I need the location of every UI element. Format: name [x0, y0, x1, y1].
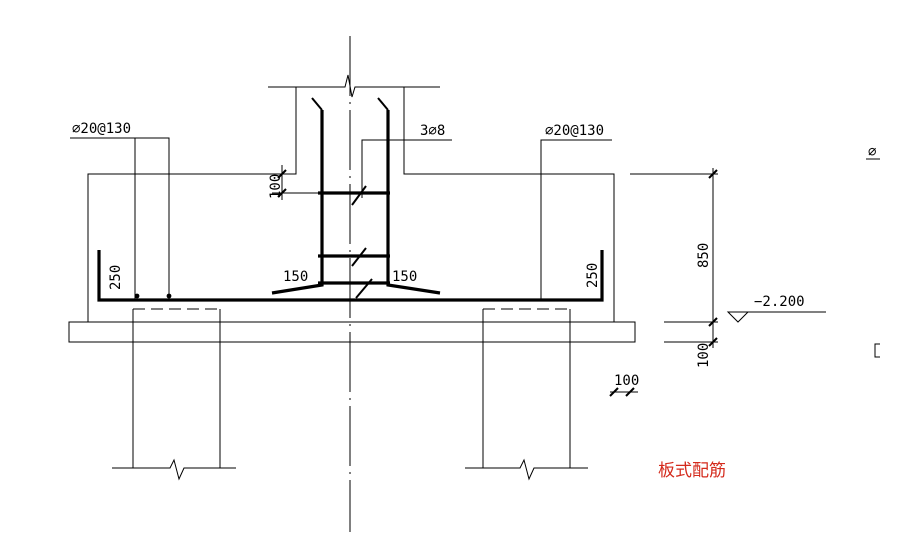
clipped-symbol: [874, 343, 880, 358]
label-rebar-right: ⌀20@130: [545, 123, 604, 139]
cushion-layer: [68, 321, 636, 343]
label-elevation: −2.200: [754, 294, 805, 310]
column-rebar-left: [271, 110, 324, 295]
slab-outline-right: [403, 87, 615, 322]
leader-column: [361, 139, 452, 198]
label-dim-lower-right-100: 100: [614, 373, 639, 389]
slab-outline-left: [87, 87, 297, 322]
label-rebar-column: 3⌀8: [420, 123, 445, 139]
column-rebar-left-hook: [311, 97, 323, 111]
label-dim-cushion-100: 100: [696, 343, 712, 368]
label-dim-stub-100: 100: [268, 174, 284, 199]
stirrups: [318, 185, 390, 299]
label-rebar-left: ⌀20@130: [72, 121, 131, 137]
label-hook-left-250: 250: [108, 265, 124, 290]
label-bend-left-150: 150: [283, 269, 308, 285]
leader-right: [540, 139, 612, 300]
caption-label: 板式配筋: [658, 461, 726, 481]
pile-right: [465, 308, 588, 481]
label-dim-850: 850: [696, 243, 712, 268]
dim-100-stub-lines: [272, 165, 318, 200]
column-rebar-right-hook: [377, 97, 389, 111]
dim-right-lines: [630, 168, 718, 348]
rebar-dot-left-1: [134, 293, 140, 299]
label-bend-right-150: 150: [392, 269, 417, 285]
bottom-rebar: [97, 250, 604, 302]
label-hook-right-250: 250: [585, 263, 601, 288]
leader-left-2: [135, 137, 170, 300]
dim-lower-right-lines: [609, 387, 638, 397]
pile-left: [112, 308, 236, 481]
label-rebar-clipped: ⌀: [868, 144, 877, 160]
elevation-marker: [726, 311, 826, 323]
column-rebar-right: [386, 110, 441, 295]
leader-left-1: [70, 137, 136, 300]
break-line-top: [268, 74, 440, 98]
